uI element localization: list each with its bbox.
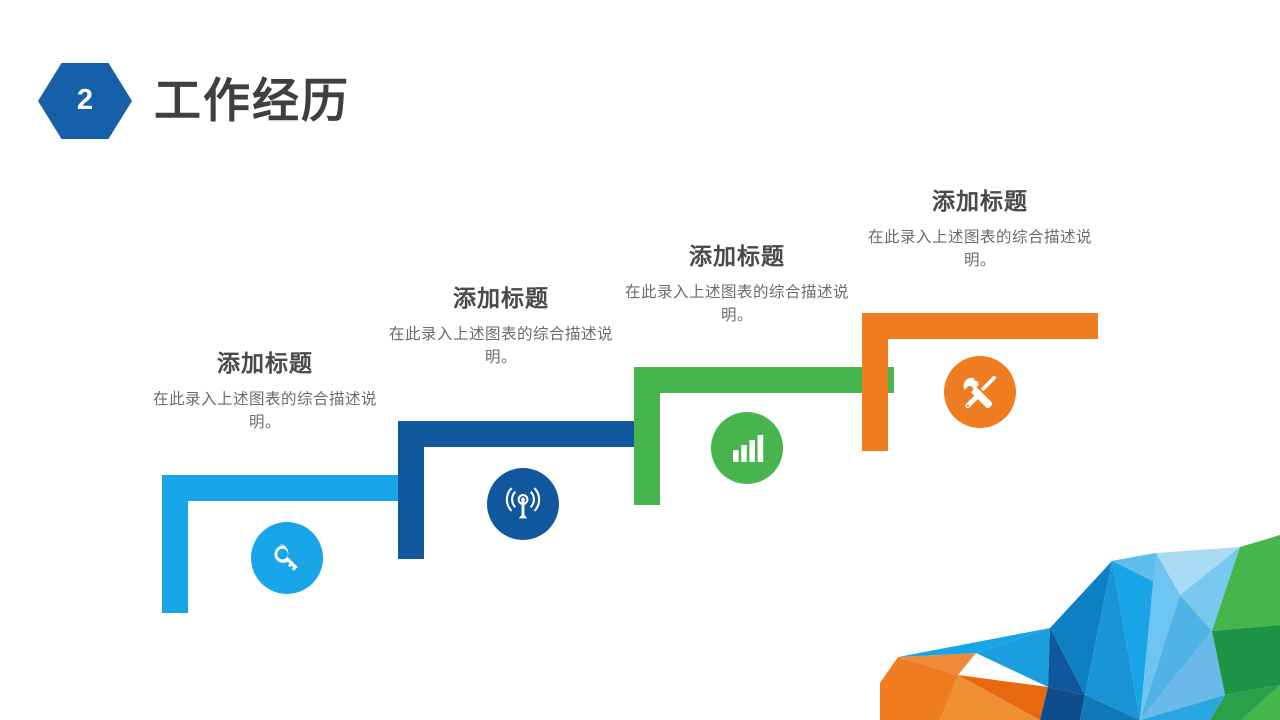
step-1-title: 添加标题 — [217, 350, 313, 376]
tools-icon[interactable] — [944, 356, 1016, 428]
section-number: 2 — [76, 84, 94, 117]
low-poly-mountain-graphic — [880, 535, 1280, 720]
step-2-title: 添加标题 — [453, 285, 549, 311]
step-3-title: 添加标题 — [689, 243, 785, 269]
step-3-vertical-bar — [634, 367, 660, 505]
broadcast-signal-icon[interactable] — [487, 468, 559, 540]
step-3-description: 在此录入上述图表的综合描述说明。 — [624, 283, 849, 324]
key-icon[interactable] — [251, 522, 323, 594]
step-2-horizontal-bar — [398, 421, 658, 447]
step-2-text-block: 添加标题 在此录入上述图表的综合描述说明。 — [386, 285, 616, 369]
step-1-vertical-bar — [162, 475, 188, 613]
slide-header: 2 工作经历 — [38, 46, 350, 156]
step-1-horizontal-bar — [162, 475, 422, 501]
step-4-text-block: 添加标题 在此录入上述图表的综合描述说明。 — [865, 188, 1095, 272]
step-1-text-block: 添加标题 在此录入上述图表的综合描述说明。 — [150, 350, 380, 434]
step-2-vertical-bar — [398, 421, 424, 559]
step-4-title: 添加标题 — [932, 188, 1028, 214]
bar-chart-icon[interactable] — [711, 412, 783, 484]
step-1-description: 在此录入上述图表的综合描述说明。 — [152, 390, 377, 431]
step-3-horizontal-bar — [634, 367, 894, 393]
step-4-horizontal-bar — [862, 313, 1098, 339]
step-2-description: 在此录入上述图表的综合描述说明。 — [388, 325, 613, 366]
step-3-text-block: 添加标题 在此录入上述图表的综合描述说明。 — [622, 243, 852, 327]
step-4-vertical-bar — [862, 313, 888, 451]
section-number-badge: 2 — [38, 62, 132, 139]
step-4-description: 在此录入上述图表的综合描述说明。 — [867, 228, 1092, 269]
page-title: 工作经历 — [154, 74, 350, 128]
